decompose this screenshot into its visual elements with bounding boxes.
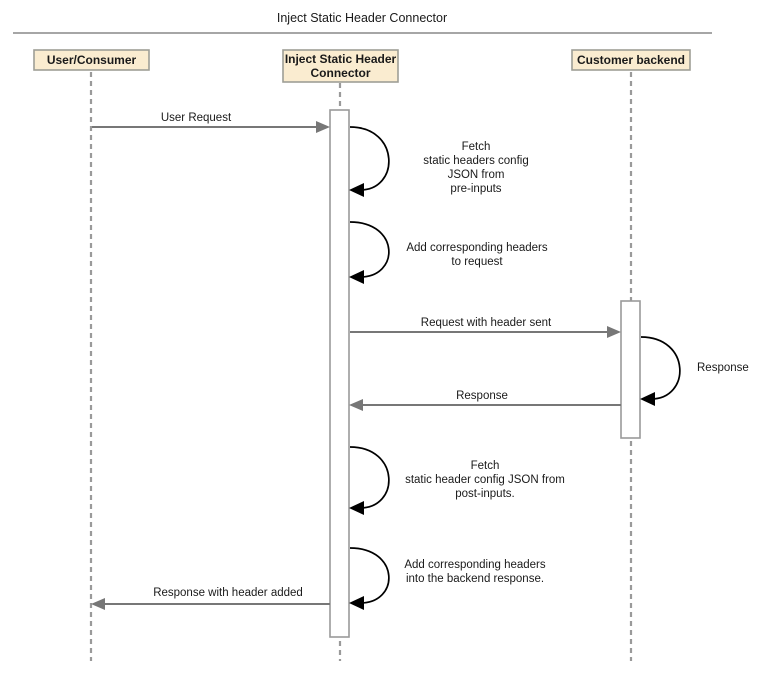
- self-message-fetch-pre-inputs-arrowhead: [349, 183, 364, 197]
- participant-connector-box[interactable]: [282, 49, 399, 83]
- message-response-label: Response: [456, 390, 508, 402]
- message-request-with-header-arrowhead: [607, 326, 621, 338]
- diagram-title: Inject Static Header Connector: [277, 11, 447, 25]
- self-message-fetch-pre-inputs-label-line1: Fetch: [462, 141, 491, 153]
- self-message-backend-response-arc: [640, 336, 681, 400]
- participant-user-label: User/Consumer: [47, 53, 137, 67]
- message-response-arrowhead: [349, 399, 363, 411]
- message-user-request: User Request: [92, 112, 330, 133]
- self-message-fetch-pre-inputs-label-line3: JSON from: [448, 169, 505, 181]
- self-message-fetch-pre-inputs-label-line4: pre-inputs: [450, 183, 501, 195]
- activation-bar-backend: [620, 300, 641, 439]
- activation-bar-connector: [329, 109, 350, 638]
- self-message-add-headers-request: Add corresponding headers to request: [349, 221, 548, 284]
- participant-backend-box[interactable]: [571, 49, 691, 71]
- participant-backend[interactable]: Customer backend: [571, 49, 691, 71]
- message-user-request-label: User Request: [161, 112, 232, 124]
- self-message-fetch-pre-inputs-arc: [349, 126, 390, 191]
- self-message-fetch-post-inputs-label-line1: Fetch: [471, 460, 500, 472]
- self-message-add-headers-request-arc: [349, 221, 390, 278]
- self-message-fetch-pre-inputs-label-line2: static headers config: [423, 155, 528, 167]
- message-response-with-header-added-label: Response with header added: [153, 587, 303, 599]
- self-message-backend-response-label: Response: [697, 362, 749, 374]
- message-user-request-arrowhead: [316, 121, 330, 133]
- message-response-with-header-added: Response with header added: [91, 587, 330, 610]
- participant-user[interactable]: User/Consumer: [33, 49, 150, 71]
- self-message-backend-response: Response: [640, 336, 749, 406]
- self-message-add-headers-request-arrowhead: [349, 270, 364, 284]
- self-message-add-headers-response-arc: [349, 547, 390, 604]
- participant-backend-label: Customer backend: [577, 53, 685, 67]
- self-message-add-headers-response-label-line1: Add corresponding headers: [404, 559, 546, 571]
- self-message-fetch-pre-inputs: Fetch static headers config JSON from pr…: [349, 126, 529, 197]
- self-message-add-headers-response: Add corresponding headers into the backe…: [349, 547, 546, 610]
- self-message-add-headers-request-label-line2: to request: [451, 256, 503, 268]
- participant-user-box[interactable]: [33, 49, 150, 71]
- self-message-fetch-post-inputs-arc: [349, 446, 390, 509]
- self-message-fetch-post-inputs-label-line2: static header config JSON from: [405, 474, 565, 486]
- message-request-with-header: Request with header sent: [350, 317, 621, 338]
- message-response-with-header-added-arrowhead: [91, 598, 105, 610]
- self-message-fetch-post-inputs-label-line3: post-inputs.: [455, 488, 514, 500]
- self-message-backend-response-arrowhead: [640, 392, 655, 406]
- self-message-add-headers-response-arrowhead: [349, 596, 364, 610]
- self-message-fetch-post-inputs: Fetch static header config JSON from pos…: [349, 446, 565, 515]
- participant-connector-label-line1: Inject Static Header: [285, 52, 397, 66]
- self-message-add-headers-response-label-line2: into the backend response.: [406, 573, 544, 585]
- self-message-fetch-post-inputs-arrowhead: [349, 501, 364, 515]
- participant-connector-label-line2: Connector: [311, 66, 371, 80]
- message-response: Response: [349, 390, 621, 411]
- self-message-add-headers-request-label-line1: Add corresponding headers: [406, 242, 548, 254]
- message-request-with-header-label: Request with header sent: [421, 317, 552, 329]
- participant-connector[interactable]: Inject Static Header Connector: [282, 49, 399, 83]
